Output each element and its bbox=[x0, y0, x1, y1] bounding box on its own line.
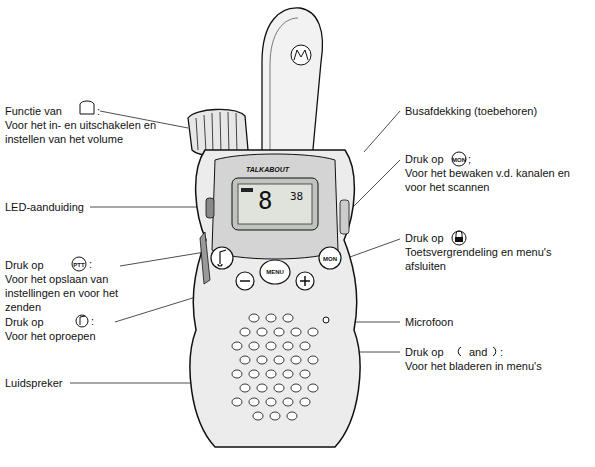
speaker-hole bbox=[274, 384, 284, 392]
callout-label: Busafdekking (toebehoren) bbox=[405, 104, 537, 118]
speaker-hole bbox=[257, 328, 267, 336]
speaker-hole bbox=[249, 370, 259, 378]
speaker-hole bbox=[283, 342, 293, 350]
speaker-hole bbox=[266, 342, 276, 350]
callout-label: Druk op bbox=[405, 152, 444, 166]
speaker-hole bbox=[308, 356, 318, 364]
speaker-hole bbox=[283, 370, 293, 378]
speaker-hole bbox=[287, 412, 297, 420]
speaker-hole bbox=[266, 398, 276, 406]
speaker-hole bbox=[240, 356, 250, 364]
callout-label: : bbox=[97, 104, 100, 118]
callout-label: Voor het bewaken v.d. kanalen en voor he… bbox=[405, 166, 585, 194]
callout-label: and bbox=[469, 345, 487, 359]
lcd-digit: 8 bbox=[258, 186, 272, 216]
callout-label: Druk op bbox=[5, 315, 44, 329]
callout-label: Druk op bbox=[405, 345, 444, 359]
button-text: MENU bbox=[264, 268, 286, 276]
speaker-hole bbox=[266, 314, 276, 322]
speaker-hole bbox=[257, 384, 267, 392]
callout-label: Voor het opslaan van instellingen en voo… bbox=[5, 272, 123, 314]
speaker-hole bbox=[270, 412, 280, 420]
speaker-hole bbox=[291, 328, 301, 336]
lcd-digit: 38 bbox=[290, 190, 303, 204]
callout-label: LED-aanduiding bbox=[5, 200, 84, 214]
speaker-hole bbox=[253, 412, 263, 420]
callout-label: Toetsvergrendeling en menu's afsluiten bbox=[405, 245, 570, 273]
callout-label: Voor het oproepen bbox=[5, 329, 96, 343]
callout-label: Voor het in- en uitschakelen en instelle… bbox=[5, 118, 170, 146]
speaker-hole bbox=[300, 342, 310, 350]
speaker-hole bbox=[300, 370, 310, 378]
speaker-hole bbox=[249, 314, 259, 322]
callout-label: : bbox=[500, 345, 503, 359]
callout-label: ; bbox=[468, 152, 471, 166]
button-icon-text: MON bbox=[452, 156, 466, 164]
speaker-hole bbox=[291, 384, 301, 392]
speaker-hole bbox=[240, 328, 250, 336]
speaker-hole bbox=[232, 342, 242, 350]
speaker-hole bbox=[300, 398, 310, 406]
speaker-hole bbox=[240, 384, 250, 392]
speaker-hole bbox=[291, 356, 301, 364]
speaker-hole bbox=[283, 398, 293, 406]
callout-label: Luidspreker bbox=[5, 376, 62, 390]
callout-label: Functie van bbox=[5, 104, 62, 118]
callout-label: Voor het bladeren in menu's bbox=[405, 359, 542, 373]
speaker-hole bbox=[249, 342, 259, 350]
callout-label: Microfoon bbox=[405, 315, 453, 329]
speaker-hole bbox=[266, 370, 276, 378]
device-brand: TALKABOUT bbox=[246, 165, 289, 174]
callout-label: : bbox=[91, 314, 94, 328]
speaker-hole bbox=[232, 370, 242, 378]
speaker-hole bbox=[232, 398, 242, 406]
speaker-hole bbox=[283, 314, 293, 322]
speaker-hole bbox=[308, 328, 318, 336]
speaker-hole bbox=[257, 356, 267, 364]
speaker-hole bbox=[274, 356, 284, 364]
callout-label: Druk op bbox=[405, 231, 444, 245]
speaker-hole bbox=[308, 384, 318, 392]
button-icon-text: PTT bbox=[72, 261, 86, 269]
callout-label: : bbox=[89, 257, 92, 271]
button-text: MON bbox=[321, 255, 339, 263]
speaker-hole bbox=[249, 398, 259, 406]
speaker-hole bbox=[274, 328, 284, 336]
callout-label: Druk op bbox=[5, 258, 44, 272]
